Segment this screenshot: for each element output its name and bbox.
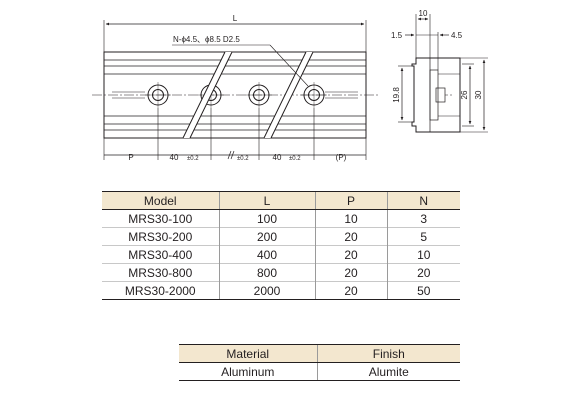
hole-note-label: N-ϕ4.5、ϕ8.5 D2.5	[173, 35, 240, 44]
dim-26-label: 26	[460, 90, 469, 99]
cell-l: 200	[218, 227, 315, 246]
dim-P-paren-label: (P)	[336, 153, 347, 162]
front-view-labels: L N-ϕ4.5、ϕ8.5 D2.5 P 40 ±0.2 ±0.2 40 ±0.…	[128, 14, 346, 162]
tol-label-3: ±0.2	[289, 156, 301, 162]
cell-l: 2000	[218, 281, 315, 300]
cell-p: 20	[314, 281, 387, 300]
cell-material: Aluminum	[179, 362, 317, 381]
tol-label-2: ±0.2	[237, 156, 249, 162]
table-row: MRS30-200 200 20 5	[102, 227, 460, 246]
table-row: MRS30-800 800 20 20	[102, 263, 460, 282]
cell-l: 800	[218, 263, 315, 282]
material-table: Material Finish Aluminum Alumite	[179, 344, 460, 381]
model-table: Model L P N MRS30-100 100 10 3 MRS30-200…	[102, 191, 460, 300]
side-view	[398, 14, 488, 133]
cell-n: 50	[386, 281, 460, 300]
dim-30-label: 30	[474, 90, 483, 99]
table-row: MRS30-400 400 20 10	[102, 245, 460, 264]
dim-10-label: 10	[419, 9, 428, 18]
table-row: Aluminum Alumite	[179, 362, 460, 381]
material-table-header: Material Finish	[179, 344, 460, 363]
front-view	[92, 20, 378, 160]
header-model: Model	[102, 191, 219, 210]
hole-4	[301, 82, 327, 108]
dim-40-label-1: 40	[170, 153, 179, 162]
cell-model: MRS30-100	[102, 209, 219, 228]
model-table-header: Model L P N	[102, 191, 460, 210]
cell-n: 10	[386, 245, 460, 264]
cell-p: 20	[314, 227, 387, 246]
break-lines	[182, 51, 314, 139]
cell-n: 3	[386, 209, 460, 228]
dim-40-label-2: 40	[273, 153, 282, 162]
cell-model: MRS30-2000	[102, 281, 219, 300]
cell-n: 5	[386, 227, 460, 246]
cell-model: MRS30-200	[102, 227, 219, 246]
cell-n: 20	[386, 263, 460, 282]
cell-p: 20	[314, 245, 387, 264]
dim-P-label: P	[128, 153, 133, 162]
dim-4-5-label: 4.5	[451, 31, 463, 40]
cell-finish: Alumite	[316, 362, 460, 381]
cell-p: 10	[314, 209, 387, 228]
header-material: Material	[179, 344, 317, 363]
cell-model: MRS30-800	[102, 263, 219, 282]
hole-3	[246, 82, 272, 108]
cell-p: 20	[314, 263, 387, 282]
table-row: MRS30-100 100 10 3	[102, 209, 460, 228]
cell-l: 100	[218, 209, 315, 228]
header-l: L	[218, 191, 315, 210]
dim-L-label: L	[233, 14, 238, 23]
table-row: MRS30-2000 2000 20 50	[102, 281, 460, 300]
header-p: P	[314, 191, 387, 210]
hole-1	[145, 82, 171, 108]
dim-19-8-label: 19.8	[392, 87, 401, 103]
side-view-labels: 10 1.5 4.5 19.8 26 30	[391, 9, 483, 103]
header-finish: Finish	[316, 344, 460, 363]
dim-1-5-label: 1.5	[391, 31, 403, 40]
cell-model: MRS30-400	[102, 245, 219, 264]
tol-label-1: ±0.2	[187, 156, 199, 162]
header-n: N	[386, 191, 460, 210]
cell-l: 400	[218, 245, 315, 264]
